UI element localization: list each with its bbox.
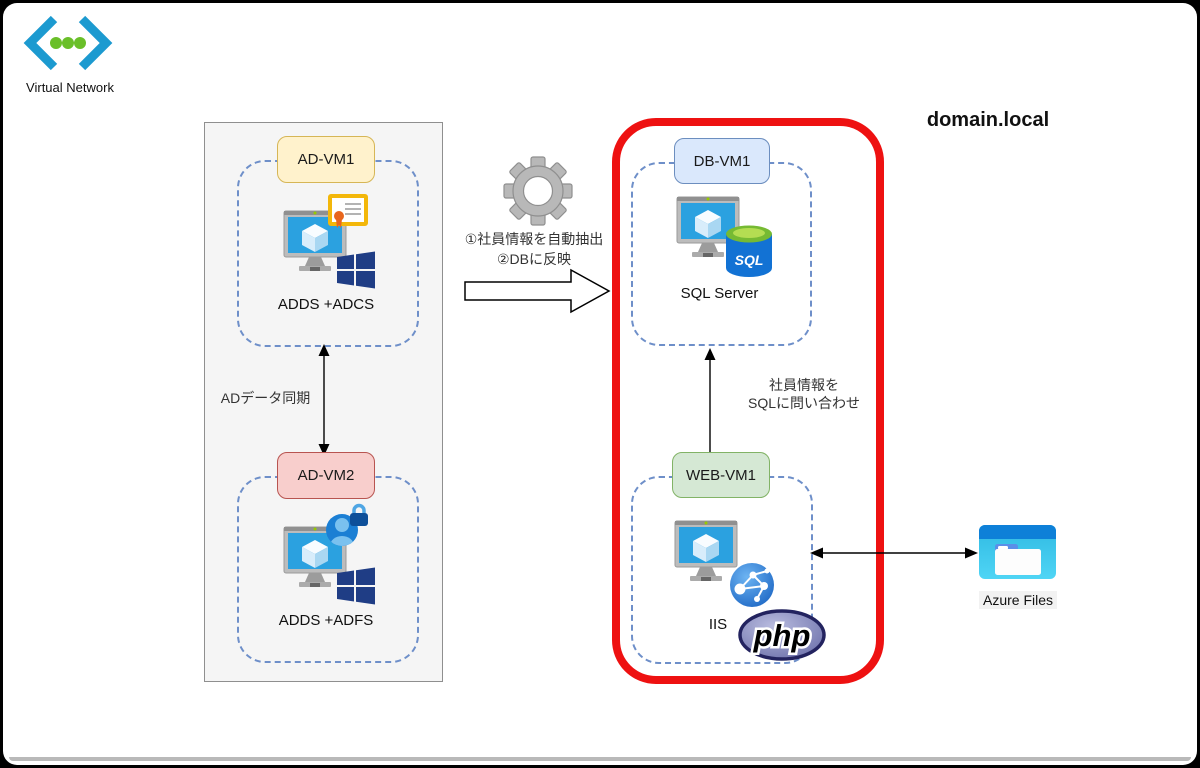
domain-boundary (612, 118, 884, 684)
query-arrow (704, 348, 716, 452)
virtual-network-icon (23, 15, 113, 71)
ad-vm2-title: AD-VM2 (297, 467, 355, 484)
db-vm1-pill: DB-VM1 (674, 138, 770, 184)
ad-vm2-pill: AD-VM2 (277, 452, 375, 499)
sql-server-icon: SQL (726, 225, 772, 277)
ad-vm1-pill: AD-VM1 (277, 136, 375, 183)
azure-files-label: Azure Files (962, 591, 1074, 610)
diagram-canvas (3, 3, 1197, 765)
php-icon: php (738, 609, 826, 661)
iis-icon (730, 563, 774, 607)
virtual-network-label: Virtual Network (26, 80, 114, 95)
php-badge-text: php (753, 618, 811, 653)
files-arrow (810, 547, 978, 559)
ad-vm1-caption: ADDS +ADCS (277, 296, 375, 313)
domain-title: domain.local (926, 109, 1050, 131)
db-vm1-caption: SQL Server (680, 285, 759, 302)
web-vm1-caption: IIS (708, 616, 728, 633)
web-vm1-title: WEB-VM1 (685, 466, 756, 484)
windows-icon (337, 251, 375, 289)
gear-icon (503, 156, 573, 226)
windows-icon (337, 567, 375, 605)
sync-arrow (318, 344, 330, 456)
query-label-line2: SQLに問い合わせ (747, 394, 860, 411)
query-label: 社員情報を SQLに問い合わせ (728, 377, 880, 412)
sync-arrow-label: ADデータ同期 (220, 390, 311, 406)
sql-badge-text: SQL (735, 252, 764, 268)
ad-vm1-title: AD-VM1 (297, 151, 355, 168)
certificate-icon (328, 194, 368, 228)
web-vm1-pill: WEB-VM1 (672, 452, 770, 498)
azure-vm-icon (674, 520, 738, 581)
azure-vm-icon (676, 196, 740, 257)
ad-vm2-caption: ADDS +ADFS (278, 612, 374, 629)
bottom-edge-strip (9, 757, 1191, 761)
azure-files-icon (979, 525, 1056, 579)
process-step2-label: ②DBに反映 (497, 251, 571, 267)
block-arrow-icon (464, 268, 611, 314)
process-step1-label: ①社員情報を自動抽出 (464, 231, 604, 247)
db-vm1-title: DB-VM1 (693, 152, 751, 170)
query-label-line1: 社員情報を (769, 377, 839, 393)
adfs-icon (326, 503, 368, 546)
